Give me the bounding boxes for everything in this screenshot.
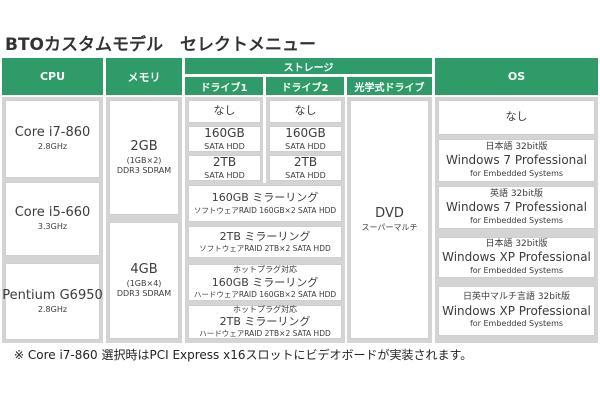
drive2-option[interactable]: 2TB SATA HDD	[269, 155, 342, 181]
option-spec: ハードウェアRAID 160GB×2 SATA HDD	[193, 289, 337, 299]
column-header-memory: メモリ	[106, 58, 182, 95]
option-name: Windows 7 Professional	[446, 200, 587, 215]
os-column-panel: なし 日本語 32bit版 Windows 7 Professional for…	[435, 97, 598, 343]
option-name: Windows XP Professional	[442, 250, 591, 265]
option-name: 2GB	[130, 138, 158, 154]
option-spec: for Embedded Systems	[469, 168, 564, 178]
option-config: (1GB×2)	[126, 155, 162, 165]
option-name: 160GB	[285, 126, 326, 141]
option-language: 英語 32bit版	[489, 188, 544, 199]
raid-option[interactable]: ホットプラグ対応 2TB ミラーリング ハードウェアRAID 2TB×2 SAT…	[188, 305, 342, 339]
option-language: 日本語 32bit版	[485, 238, 548, 249]
raid-option[interactable]: 160GB ミラーリング ソフトウェアRAID 160GB×2 SATA HDD	[188, 185, 342, 222]
option-type: DDR3 SDRAM	[116, 288, 172, 298]
option-feature: ホットプラグ対応	[233, 304, 297, 314]
drive1-option[interactable]: なし	[188, 100, 261, 123]
option-spec: ソフトウェアRAID 2TB×2 SATA HDD	[199, 244, 331, 254]
drives-column-panel: なし 160GB SATA HDD 2TB SATA HDD なし 160GB …	[185, 97, 345, 343]
cpu-option[interactable]: Core i7-860 2.8GHz	[5, 100, 100, 178]
option-type: DDR3 SDRAM	[116, 165, 172, 175]
cpu-option[interactable]: Pentium G6950 2.8GHz	[2, 263, 103, 340]
memory-option[interactable]: 4GB (1GB×4) DDR3 SDRAM	[109, 222, 179, 339]
option-spec: SATA HDD	[204, 170, 245, 180]
option-feature: ホットプラグ対応	[233, 265, 297, 275]
os-option[interactable]: 英語 32bit版 Windows 7 Professional for Emb…	[438, 186, 595, 229]
raid-option[interactable]: ホットプラグ対応 160GB ミラーリング ハードウェアRAID 160GB×2…	[188, 264, 342, 301]
option-name: なし	[294, 104, 317, 118]
option-name: 160GB	[204, 126, 245, 141]
option-name: Core i5-660	[14, 205, 91, 221]
column-header-storage: ストレージ	[185, 58, 432, 74]
cpu-column-panel: Core i7-860 2.8GHz Core i5-660 3.3GHz Pe…	[2, 97, 103, 343]
option-name: 160GB ミラーリング	[211, 191, 319, 205]
page-title: BTOカスタムモデル セレクトメニュー	[5, 35, 317, 55]
memory-option[interactable]: 2GB (1GB×2) DDR3 SDRAM	[109, 100, 179, 215]
footnote-text: ※ Core i7-860 選択時はPCI Express x16スロットにビデ…	[14, 348, 473, 362]
column-header-cpu: CPU	[2, 58, 103, 95]
option-spec: 2.8GHz	[37, 304, 68, 314]
option-name: なし	[213, 104, 236, 118]
option-name: DVD	[375, 205, 404, 221]
column-header-drive2: ドライブ2	[266, 77, 344, 95]
option-name: Pentium G6950	[2, 287, 103, 303]
option-spec: 2.8GHz	[37, 142, 68, 152]
drive2-option[interactable]: なし	[269, 100, 342, 123]
drive2-option[interactable]: 160GB SATA HDD	[269, 126, 342, 152]
cpu-option[interactable]: Core i5-660 3.3GHz	[5, 182, 100, 256]
option-name: Windows XP Professional	[442, 303, 591, 318]
option-name: 4GB	[130, 261, 158, 277]
option-name: 2TB ミラーリング	[219, 315, 311, 329]
drive1-option[interactable]: 2TB SATA HDD	[188, 155, 261, 181]
option-config: (1GB×4)	[126, 278, 162, 288]
option-spec: ソフトウェアRAID 160GB×2 SATA HDD	[193, 205, 337, 215]
option-name: Windows 7 Professional	[446, 153, 587, 168]
raid-option[interactable]: 2TB ミラーリング ソフトウェアRAID 2TB×2 SATA HDD	[188, 226, 342, 258]
option-language: 日本語 32bit版	[485, 141, 548, 152]
drive1-option[interactable]: 160GB SATA HDD	[188, 126, 261, 152]
option-spec: SATA HDD	[204, 141, 245, 151]
option-spec: SATA HDD	[285, 170, 326, 180]
optical-column-panel: DVD スーパーマルチ	[347, 97, 432, 343]
option-name: 2TB	[293, 155, 318, 170]
option-spec: スーパーマルチ	[361, 222, 418, 232]
option-name: なし	[505, 110, 528, 124]
option-name: 2TB	[212, 155, 237, 170]
os-option[interactable]: 日本語 32bit版 Windows 7 Professional for Em…	[438, 139, 595, 182]
optical-option[interactable]: DVD スーパーマルチ	[350, 100, 429, 339]
os-option[interactable]: なし	[438, 100, 595, 135]
option-spec: for Embedded Systems	[469, 265, 564, 275]
option-language: 日英中マルチ言語 32bit版	[462, 292, 571, 303]
option-name: 160GB ミラーリング	[211, 275, 319, 289]
option-spec: ハードウェアRAID 2TB×2 SATA HDD	[199, 329, 331, 339]
os-option[interactable]: 日本語 32bit版 Windows XP Professional for E…	[438, 237, 595, 278]
column-header-os: OS	[435, 58, 598, 95]
option-spec: 3.3GHz	[37, 222, 68, 232]
option-spec: for Embedded Systems	[469, 319, 564, 329]
option-spec: for Embedded Systems	[469, 215, 564, 225]
memory-column-panel: 2GB (1GB×2) DDR3 SDRAM 4GB (1GB×4) DDR3 …	[106, 97, 182, 343]
column-header-drive1: ドライブ1	[185, 77, 263, 95]
drive-column-divider	[263, 97, 266, 183]
option-name: 2TB ミラーリング	[219, 229, 311, 243]
column-header-optical: 光学式ドライブ	[347, 77, 432, 95]
option-spec: SATA HDD	[285, 141, 326, 151]
os-option[interactable]: 日英中マルチ言語 32bit版 Windows XP Professional …	[438, 286, 595, 336]
option-name: Core i7-860	[14, 125, 91, 141]
